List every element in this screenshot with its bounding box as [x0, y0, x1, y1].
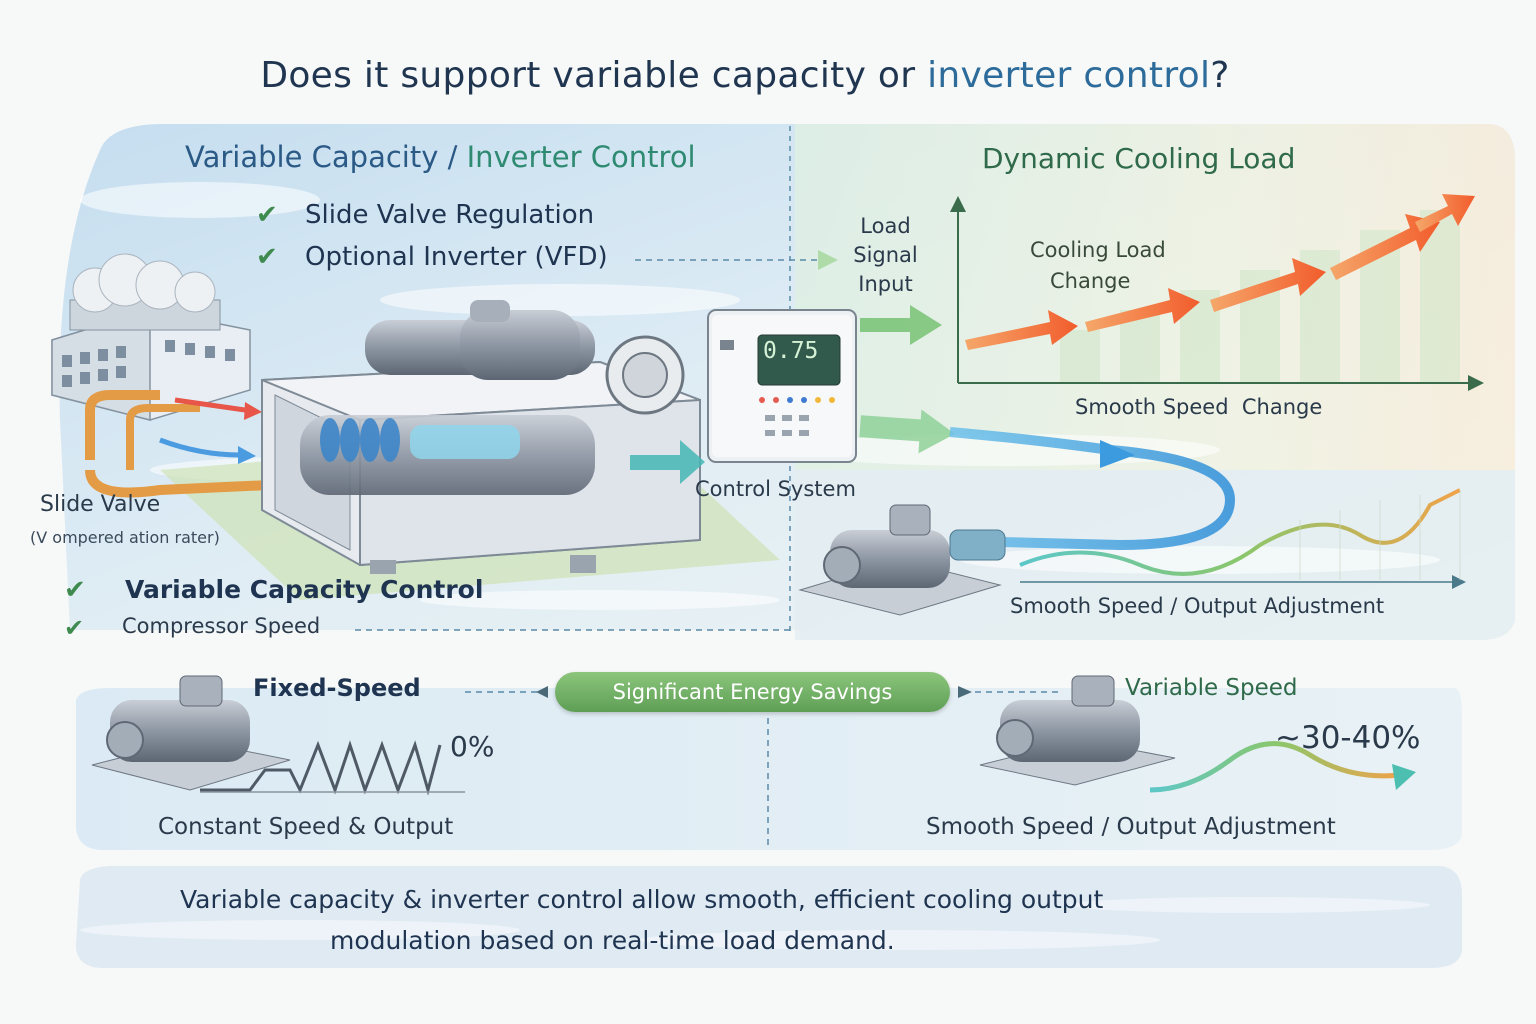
variable-speed-value: ~30-40% — [1275, 720, 1421, 756]
feature-compressor-speed: Compressor Speed — [122, 614, 321, 638]
arrow-icon — [174, 397, 246, 413]
slide-valve-label: Slide Valve — [40, 492, 161, 517]
pump-icon — [798, 504, 1006, 616]
energy-savings-badge: Significant Energy Savings — [555, 672, 950, 712]
control-system-label: Control System — [695, 477, 856, 501]
heading-part-b: Inverter Control — [466, 140, 696, 174]
feature-slide-valve: Slide Valve Regulation — [305, 200, 595, 230]
heading-part-a: Variable Capacity / — [185, 140, 467, 174]
slide-valve-note: (V ompered ation rater) — [30, 528, 220, 547]
title-highlight: inverter control — [927, 55, 1211, 96]
chart-caption: Smooth Speed Change — [1075, 395, 1323, 419]
motor-icon — [979, 675, 1176, 786]
right-panel-heading: Dynamic Cooling Load — [982, 142, 1296, 175]
fixed-speed-title: Fixed-Speed — [253, 674, 421, 702]
page-title: Does it support variable capacity or inv… — [0, 55, 1490, 96]
load-signal-line: Load — [860, 214, 911, 238]
load-signal-line: Signal — [853, 243, 918, 267]
arrow-icon — [965, 194, 1475, 350]
title-prefix: Does it support variable capacity or — [260, 55, 928, 96]
feature-optional-inverter: Optional Inverter (VFD) — [305, 242, 608, 272]
variable-speed-caption: Smooth Speed / Output Adjustment — [926, 814, 1336, 840]
controller-display: 0.75 — [763, 338, 819, 364]
fixed-speed-value: 0% — [450, 730, 495, 763]
fixed-speed-waveform — [200, 740, 442, 796]
variable-speed-title: Variable Speed — [1125, 675, 1298, 701]
left-panel-heading: Variable Capacity / Inverter Control — [185, 140, 696, 174]
check-icon: ✔ — [256, 242, 278, 272]
dashed-connector — [355, 629, 790, 631]
motor-icon — [91, 675, 291, 791]
check-icon: ✔ — [64, 575, 86, 605]
check-icon: ✔ — [256, 200, 278, 230]
fixed-speed-caption: Constant Speed & Output — [158, 814, 454, 840]
cooling-load-label: Cooling Load Change — [1030, 235, 1166, 297]
controller-icon — [707, 309, 857, 463]
summary-line-2: modulation based on real-time load deman… — [330, 926, 895, 955]
summary-line-1: Variable capacity & inverter control all… — [180, 885, 1104, 914]
pump-caption: Smooth Speed / Output Adjustment — [1010, 594, 1385, 618]
load-signal-line: Input — [858, 272, 913, 296]
load-signal-label: Load Signal Input — [848, 212, 923, 299]
title-suffix: ? — [1210, 55, 1230, 96]
cooling-load-line: Change — [1050, 269, 1131, 293]
check-icon: ✔ — [64, 614, 85, 642]
cooling-load-line: Cooling Load — [1030, 238, 1166, 262]
compressor-icon — [261, 300, 701, 574]
feature-variable-capacity: Variable Capacity Control — [125, 575, 484, 604]
